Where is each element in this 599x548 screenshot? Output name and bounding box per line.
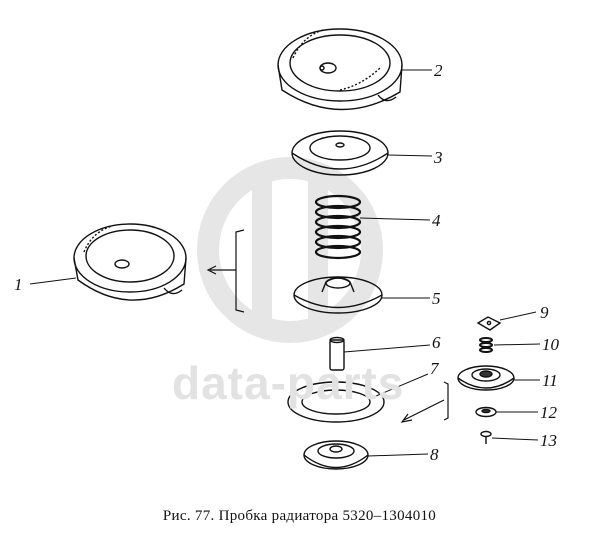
part-7-gasket [287, 381, 385, 423]
callout-12: 12 [540, 403, 557, 422]
callout-4: 4 [432, 211, 441, 230]
callout-10: 10 [542, 335, 559, 354]
part-5-valve [293, 276, 383, 314]
part-2-cap [277, 28, 403, 111]
watermark-logo [197, 157, 383, 343]
part-13-rivet [480, 430, 492, 444]
callout-9: 9 [540, 303, 549, 322]
part-3-plate [291, 130, 389, 176]
watermark-text: data-parts [172, 357, 405, 409]
callout-6: 6 [432, 333, 441, 352]
callout-8: 8 [430, 445, 439, 464]
leader-lines [29, 69, 541, 457]
callout-7: 7 [430, 359, 439, 378]
callout-13: 13 [540, 431, 557, 450]
callout-2: 2 [434, 61, 443, 80]
part-4-spring [314, 194, 362, 260]
part-12-washer [475, 406, 497, 418]
part-1-assembly [73, 223, 187, 301]
part-8-lower-valve [303, 440, 369, 470]
part-11-valve-body [457, 365, 515, 391]
callout-5: 5 [432, 289, 441, 308]
callout-11: 11 [542, 371, 558, 390]
figure-caption: Рис. 77. Пробка радиатора 5320–1304010 [162, 508, 437, 524]
part-10-spring [479, 337, 493, 353]
small-parts-bracket [400, 381, 449, 423]
callout-3: 3 [434, 148, 443, 167]
assembly-bracket [206, 229, 245, 313]
part-6-pin [329, 336, 345, 371]
part-9-plate [476, 316, 502, 331]
callout-1: 1 [14, 275, 23, 294]
